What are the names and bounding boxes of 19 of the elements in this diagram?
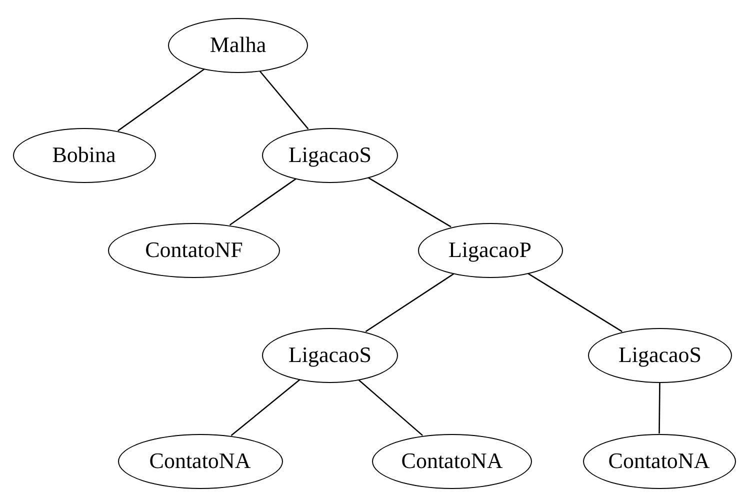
- node-label: ContatoNF: [145, 239, 243, 261]
- connector-line: [365, 273, 454, 332]
- connector-line: [118, 68, 205, 132]
- node-label: ContatoNA: [149, 450, 251, 472]
- connector-line: [230, 379, 300, 436]
- connector-line: [259, 70, 309, 130]
- connector-line: [528, 272, 622, 332]
- node-label: Bobina: [52, 144, 116, 166]
- connector-line: [368, 177, 452, 228]
- node-label: ContatoNA: [608, 450, 710, 472]
- connector-line: [658, 382, 660, 434]
- node-label: Malha: [210, 34, 266, 56]
- node-label: LigacaoS: [288, 344, 372, 366]
- connector-line: [229, 178, 296, 226]
- connector-line: [358, 379, 423, 436]
- node-label: LigacaoS: [618, 344, 702, 366]
- node-label: LigacaoS: [288, 144, 372, 166]
- node-label: LigacaoP: [448, 239, 532, 261]
- node-label: ContatoNA: [401, 450, 503, 472]
